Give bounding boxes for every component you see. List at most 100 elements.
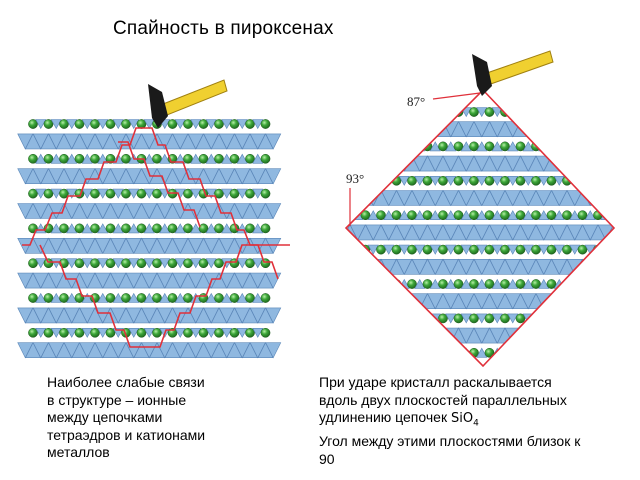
cation xyxy=(469,244,479,255)
cation xyxy=(391,107,402,117)
cation xyxy=(438,244,448,255)
cation xyxy=(198,258,209,269)
tetrahedron xyxy=(584,176,596,186)
tetrahedron xyxy=(367,210,379,220)
cation xyxy=(28,258,38,269)
tetrahedron xyxy=(414,244,426,255)
tetrahedron xyxy=(507,176,519,186)
tetrahedron xyxy=(50,223,62,234)
tetrahedron xyxy=(349,190,366,207)
tetrahedron xyxy=(190,327,202,338)
tetrahedron xyxy=(357,258,374,275)
cation xyxy=(500,141,510,152)
tetrahedron xyxy=(491,141,503,152)
tetrahedron xyxy=(221,292,233,303)
tetrahedron xyxy=(35,258,47,269)
tetrahedron xyxy=(445,176,457,186)
tetrahedron xyxy=(352,141,364,152)
cleavage-line-left-inner xyxy=(39,244,290,348)
tetrahedron xyxy=(507,347,519,358)
tetrahedron xyxy=(346,293,351,310)
tetrahedron xyxy=(551,293,568,310)
cation xyxy=(90,258,100,269)
tetrahedron xyxy=(174,223,186,234)
tetrahedron xyxy=(396,121,413,138)
tetrahedron xyxy=(507,141,519,152)
cation xyxy=(438,107,448,117)
cation xyxy=(531,279,541,289)
cation xyxy=(245,188,255,199)
tetrahedron xyxy=(97,258,109,269)
tetrahedron xyxy=(574,327,591,344)
cation xyxy=(152,293,162,303)
tetrahedron xyxy=(522,347,534,358)
cation xyxy=(260,153,271,164)
cation xyxy=(407,347,417,358)
tetrahedron xyxy=(346,327,351,344)
tetrahedron xyxy=(66,327,78,338)
cleavage-line-left-outer xyxy=(22,127,279,280)
tetrahedron xyxy=(352,244,364,255)
cation xyxy=(391,347,402,358)
tetrahedron xyxy=(476,347,488,358)
cation xyxy=(214,258,224,269)
tetrahedron xyxy=(349,155,366,172)
cation xyxy=(469,175,479,186)
tetrahedron xyxy=(97,327,109,338)
cation xyxy=(546,347,557,358)
left-crystal-grid xyxy=(17,119,282,359)
cation xyxy=(183,188,193,199)
cation xyxy=(376,279,386,289)
tetrahedron xyxy=(159,223,171,234)
tetrahedron xyxy=(429,210,441,220)
cation xyxy=(136,327,147,338)
cation xyxy=(74,223,85,234)
cation xyxy=(577,244,588,255)
cation xyxy=(422,244,433,255)
tetrahedron xyxy=(559,155,575,172)
tetrahedron xyxy=(605,293,614,310)
tetrahedron xyxy=(236,188,248,199)
tetrahedron xyxy=(528,121,544,137)
cation xyxy=(593,141,603,152)
tetrahedron xyxy=(460,141,472,152)
tetrahedron xyxy=(566,293,583,310)
cation xyxy=(515,141,526,152)
cation xyxy=(198,327,209,338)
tetrahedron xyxy=(398,210,410,220)
cation xyxy=(245,327,255,338)
cation xyxy=(360,210,371,221)
tetrahedron xyxy=(507,210,519,220)
tetrahedron xyxy=(357,327,374,344)
tetrahedron xyxy=(112,119,124,130)
tetrahedron xyxy=(476,244,488,255)
tetrahedron xyxy=(574,155,591,172)
cation xyxy=(346,347,355,358)
tetrahedron xyxy=(404,327,420,344)
tetrahedron xyxy=(159,258,171,269)
hammer-icon xyxy=(472,50,554,96)
cation xyxy=(376,210,386,221)
cation xyxy=(59,119,69,129)
tetrahedron xyxy=(367,347,379,358)
cation xyxy=(183,258,193,269)
tetrahedron xyxy=(538,313,550,324)
tetrahedron xyxy=(566,155,583,172)
cation xyxy=(376,175,386,186)
cation xyxy=(515,175,526,186)
cation xyxy=(152,153,162,164)
tetrahedron xyxy=(584,278,596,289)
tetrahedron xyxy=(584,347,596,358)
tetrahedron xyxy=(349,121,366,138)
tetrahedron xyxy=(507,244,519,255)
tetrahedron xyxy=(476,210,488,220)
cation xyxy=(484,244,495,255)
tetrahedron xyxy=(551,121,568,138)
cation xyxy=(28,153,38,164)
cation xyxy=(229,327,240,338)
tetrahedron xyxy=(383,278,395,289)
cation xyxy=(376,347,386,358)
tetrahedron xyxy=(236,119,248,130)
cation xyxy=(229,188,240,199)
tetrahedron xyxy=(590,121,606,137)
